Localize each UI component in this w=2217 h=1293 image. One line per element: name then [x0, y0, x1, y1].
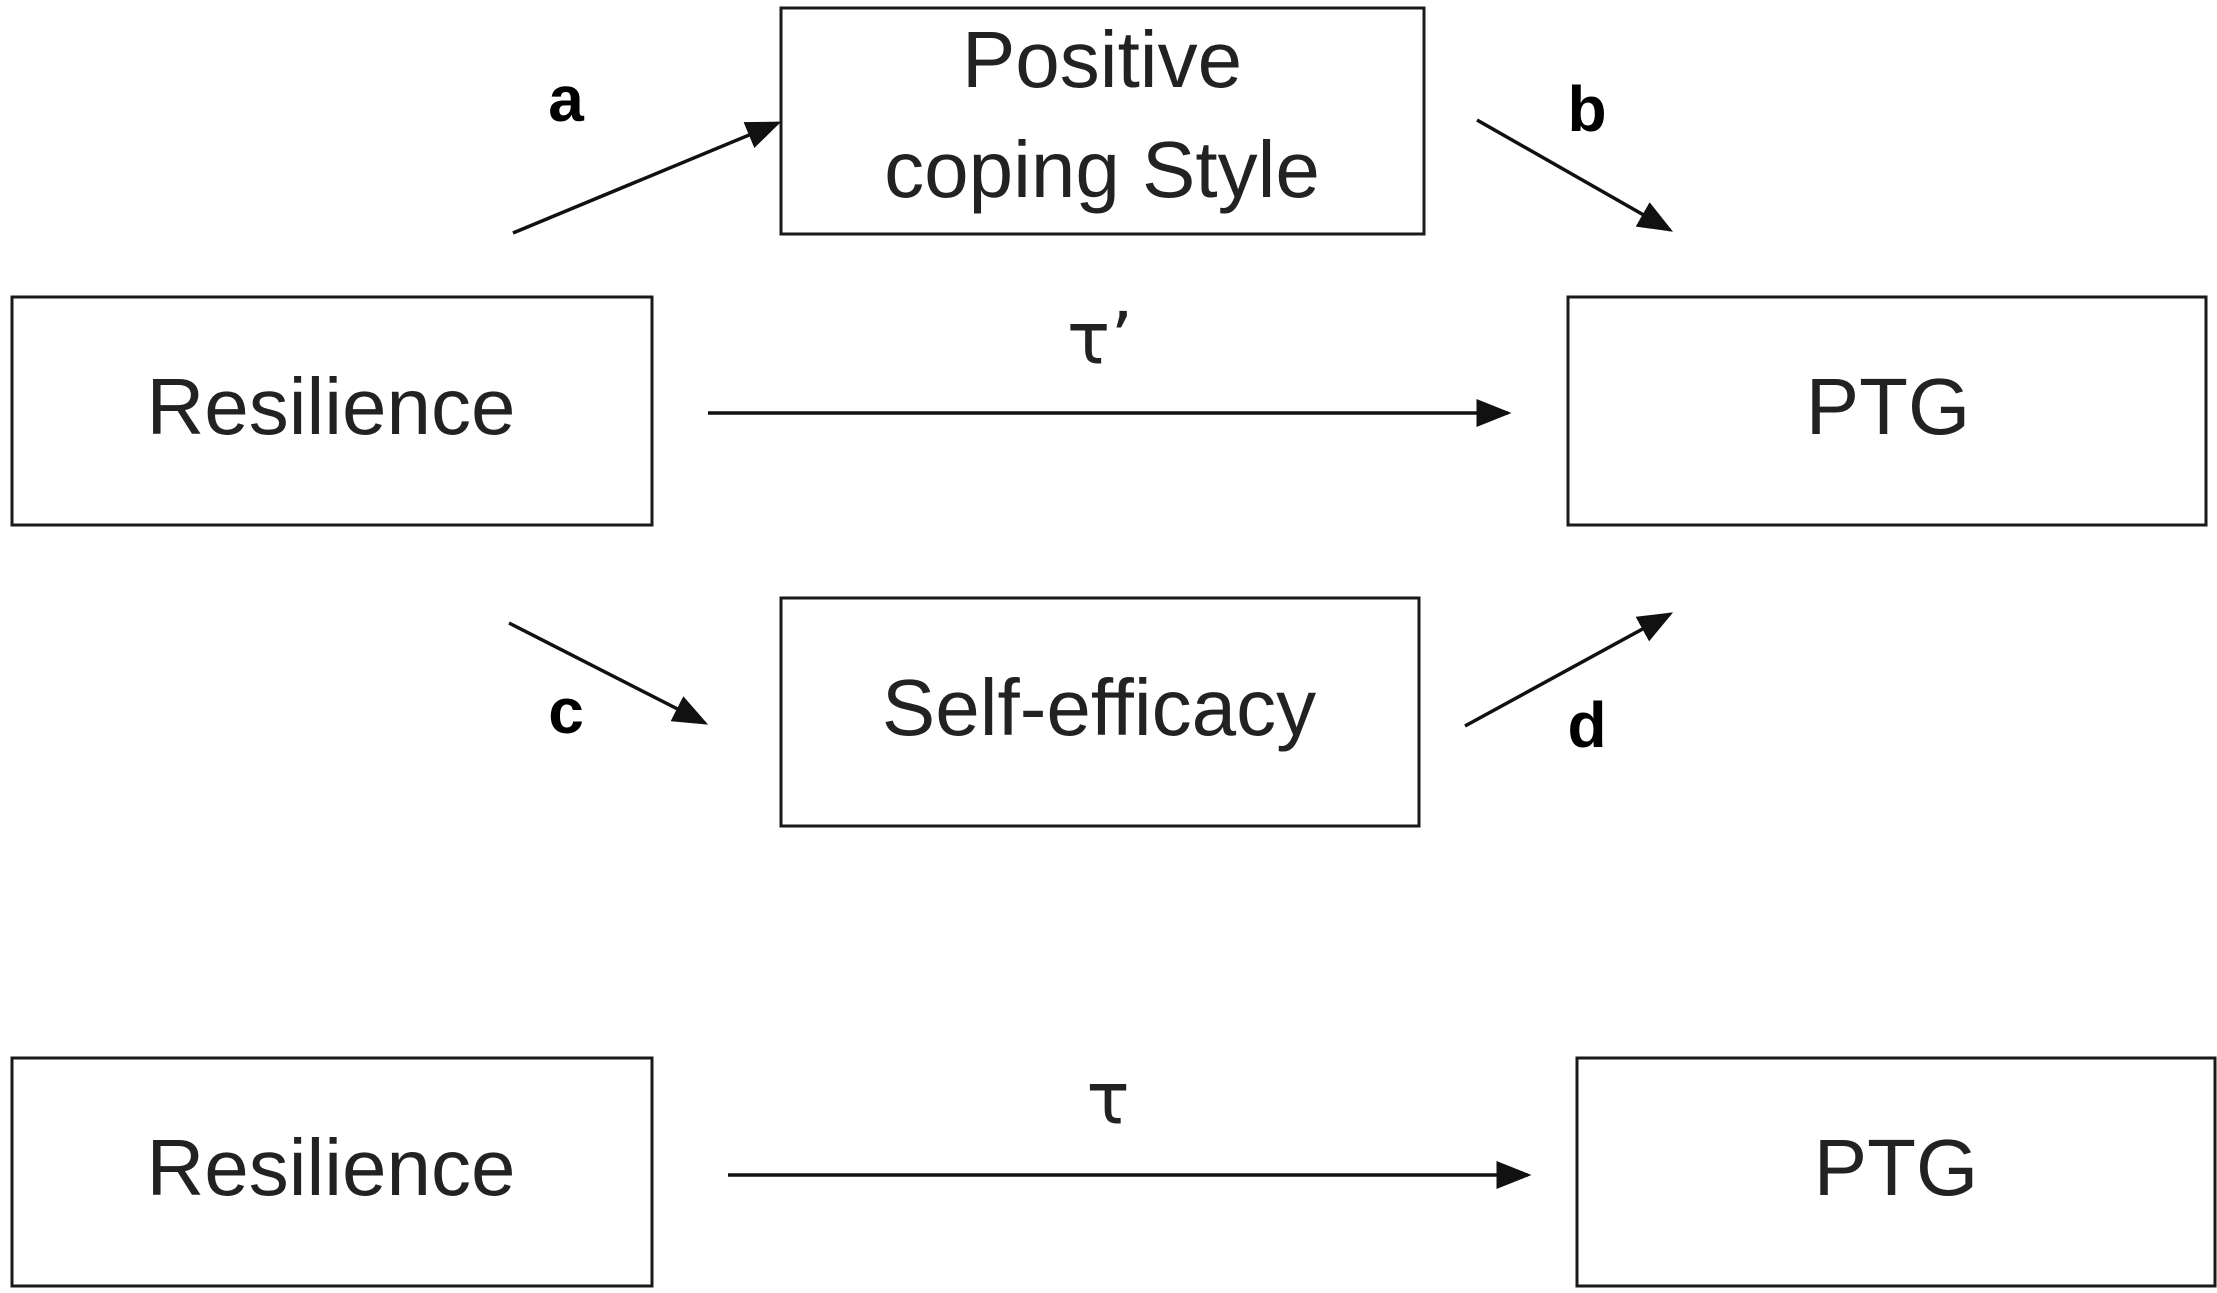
path-a-arrow: [512, 121, 782, 235]
path-d-arrow: [1464, 612, 1674, 728]
path-d-label: d: [1567, 689, 1606, 761]
path-b-arrow: [1476, 118, 1674, 232]
path-c-arrow: [508, 621, 709, 725]
path-a-label: a: [548, 63, 584, 135]
resilience-node-mediation: Resilience: [10, 295, 654, 527]
ptg-node-total: PTG: [1575, 1056, 2217, 1288]
positive-coping-style-line2: coping Style: [884, 125, 1320, 214]
self-efficacy-label: Self-efficacy: [882, 663, 1316, 752]
ptg-label-mediation: PTG: [1806, 362, 1970, 451]
total-effect-model: Resilience PTG τ: [10, 1056, 2217, 1288]
resilience-node-total: Resilience: [10, 1056, 654, 1288]
self-efficacy-node: Self-efficacy: [779, 596, 1421, 828]
resilience-label-mediation: Resilience: [146, 362, 515, 451]
resilience-label-total: Resilience: [146, 1123, 515, 1212]
positive-coping-style-node: Positive coping Style: [779, 6, 1426, 236]
ptg-label-total: PTG: [1814, 1123, 1978, 1212]
path-c-label: c: [548, 675, 584, 747]
direct-effect-label: τ’: [1067, 297, 1133, 381]
positive-coping-style-line1: Positive: [962, 15, 1242, 104]
ptg-node-mediation: PTG: [1566, 295, 2208, 527]
path-b-label: b: [1567, 73, 1606, 145]
total-effect-label: τ: [1086, 1057, 1129, 1141]
mediation-model: Positive coping Style Resilience PTG Sel…: [10, 6, 2208, 828]
